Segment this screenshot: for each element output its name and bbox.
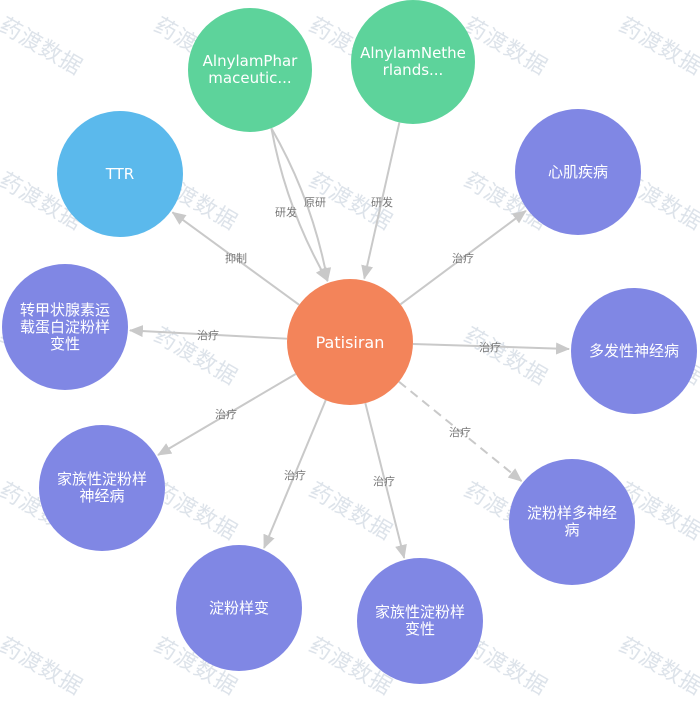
node-label: AlnylamPhar maceutic... (202, 52, 298, 87)
node-amyloid-polyneuropathy[interactable]: 淀粉样多神经病 (509, 459, 635, 585)
edge-patisiran-to-ttr (171, 211, 300, 306)
node-label: 淀粉样多神经病 (526, 504, 617, 539)
edge-alnylam-pharma-to-patisiran (270, 127, 332, 282)
node-label: 淀粉样变 (208, 598, 269, 617)
node-label: 家族性淀粉样神经病 (56, 470, 147, 505)
edge-label: 抑制 (225, 252, 247, 265)
node-cardiomyopathy[interactable]: 心肌疾病 (515, 109, 641, 235)
node-patisiran[interactable]: Patisiran (287, 279, 413, 405)
edge-patisiran-to-amyloidosis (263, 399, 327, 549)
edge-label: 治疗 (449, 426, 471, 439)
node-familial-amyloid-neuropathy[interactable]: 家族性淀粉样神经病 (39, 425, 165, 551)
node-polyneuropathy[interactable]: 多发性神经病 (571, 288, 697, 414)
edge-patisiran-to-familial-amyloidosis (364, 402, 407, 559)
node-label: 多发性神经病 (588, 341, 679, 360)
edge-patisiran-to-ttr-amyloidosis (128, 325, 288, 340)
edge-patisiran-to-amyloid-polyneuropathy (398, 380, 523, 482)
edge-patisiran-to-polyneuropathy (412, 342, 571, 355)
edge-label: 原研 (304, 196, 326, 209)
node-label: AlnylamNethe rlands... (360, 44, 466, 79)
edge-alnylam-netherlands-to-patisiran (361, 122, 401, 280)
edge-label: 治疗 (452, 252, 474, 265)
node-label: Patisiran (315, 332, 385, 352)
node-label: 家族性淀粉样变性 (374, 603, 465, 638)
node-ttr[interactable]: TTR (57, 111, 183, 237)
node-ttr-amyloidosis[interactable]: 转甲状腺素运载蛋白淀粉样变性 (2, 264, 128, 390)
node-label: TTR (105, 164, 135, 183)
edge-label: 治疗 (373, 475, 395, 488)
node-alnylam-netherlands[interactable]: AlnylamNethe rlands... (351, 0, 475, 124)
edge-label: 研发 (275, 206, 297, 219)
node-amyloidosis[interactable]: 淀粉样变 (176, 545, 302, 671)
edges-layer (128, 122, 571, 559)
edge-label: 治疗 (215, 408, 237, 421)
node-alnylam-pharma[interactable]: AlnylamPhar maceutic... (188, 8, 312, 132)
node-familial-amyloidosis[interactable]: 家族性淀粉样变性 (357, 558, 483, 684)
edge-patisiran-to-cardiomyopathy (399, 210, 527, 306)
edge-label: 治疗 (479, 341, 501, 354)
edge-patisiran-to-familial-amyloid-neuropathy (157, 373, 297, 456)
node-label: 心肌疾病 (547, 162, 608, 181)
edge-alnylam-pharma-to-patisiran (270, 128, 329, 282)
node-label: 转甲状腺素运载蛋白淀粉样变性 (19, 300, 110, 353)
edge-label: 治疗 (284, 469, 306, 482)
edge-label: 研发 (371, 196, 393, 209)
edge-label: 治疗 (197, 329, 219, 342)
